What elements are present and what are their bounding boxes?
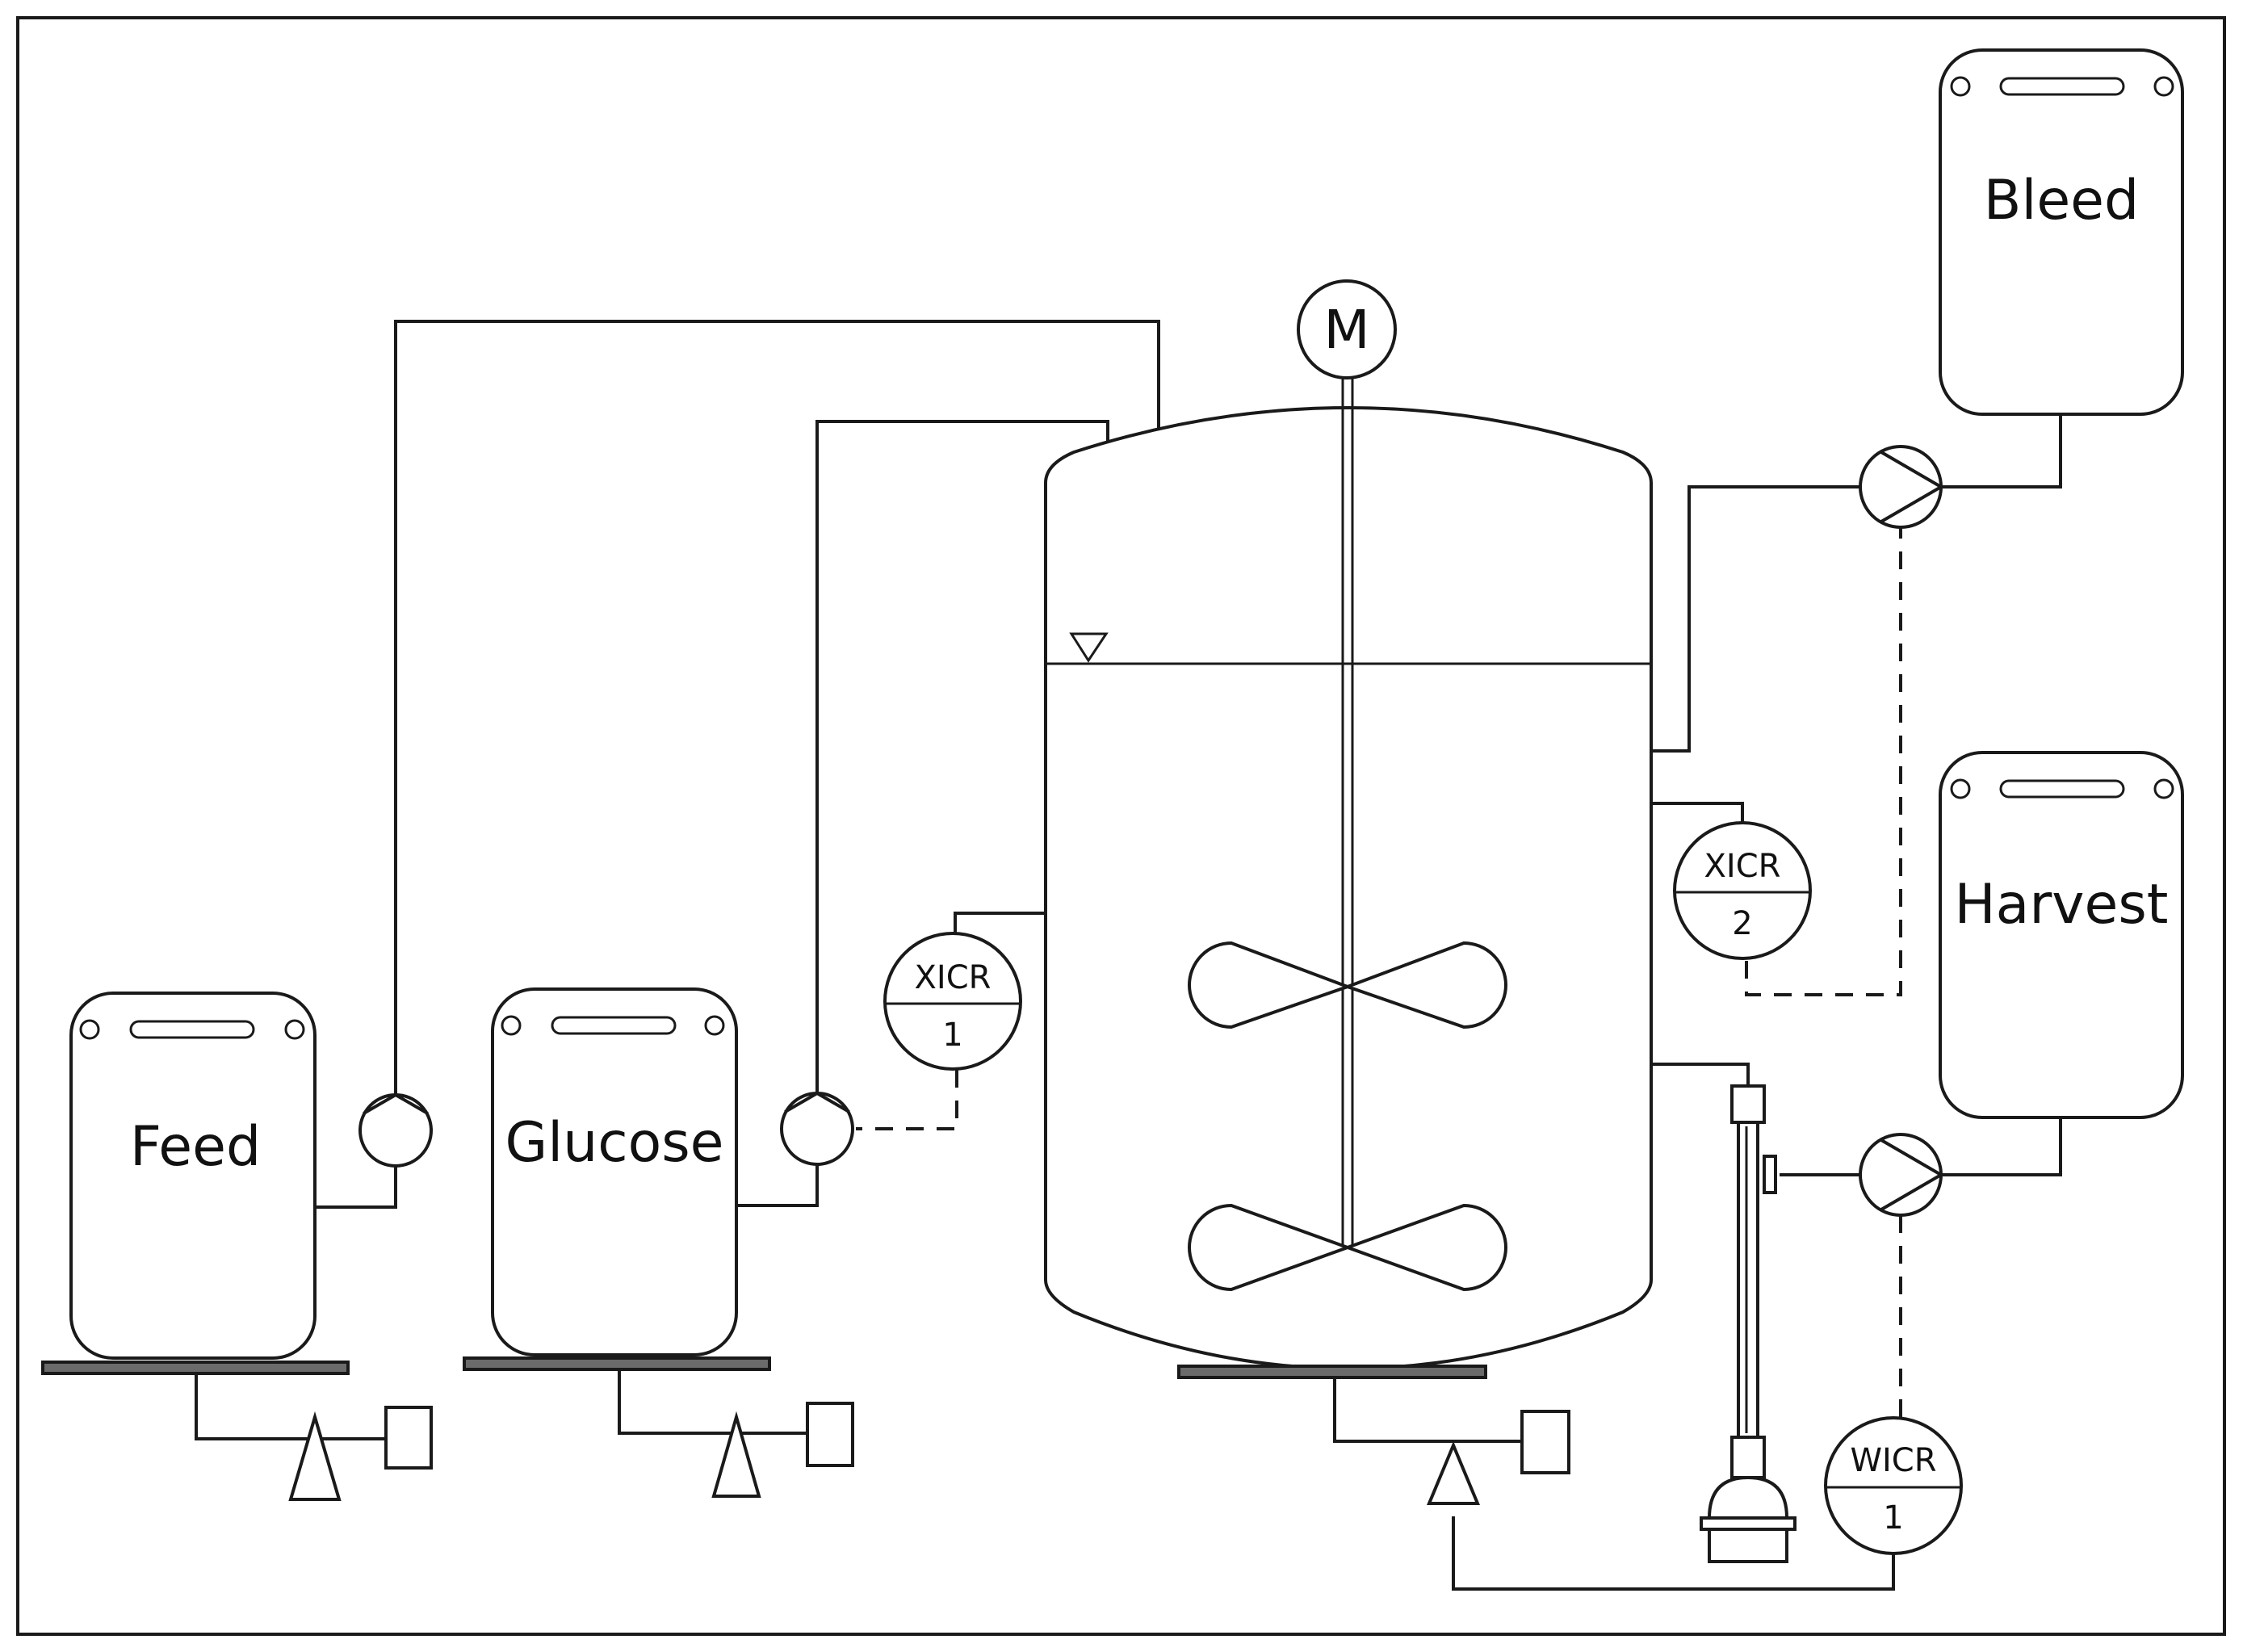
reactor-scale <box>1177 1365 1570 1505</box>
wicr-signal-line <box>1452 1516 1895 1591</box>
bleed-line-to-tank <box>1939 413 2062 488</box>
feed-line <box>313 1165 397 1209</box>
cell-retention-filter <box>1700 1084 1796 1563</box>
glucose-line <box>735 1164 819 1207</box>
xicr2-tag: XICR <box>1704 848 1781 885</box>
xicr2-signal <box>1745 528 1902 996</box>
agitator-motor: M <box>1297 279 1397 379</box>
bleed-line <box>1650 485 1860 753</box>
glucose-pump <box>780 1091 854 1166</box>
signal-lines <box>856 528 1902 1418</box>
wicr1-number: 1 <box>1883 1499 1903 1537</box>
xicr1-signal <box>856 1070 958 1130</box>
xicr1-number: 1 <box>942 1017 962 1054</box>
motor-label: M <box>1324 299 1370 361</box>
instrument-wicr-1: WICR 1 <box>1824 1416 1963 1555</box>
wicr1-tag: WICR <box>1850 1442 1936 1479</box>
xicr2-tap-line <box>1650 802 1744 825</box>
instrument-xicr-1: XICR 1 <box>883 932 1022 1071</box>
harvest-vessel: Harvest <box>1939 751 2184 1119</box>
glucose-scale <box>463 1356 854 1498</box>
bleed-vessel: Bleed <box>1939 48 2184 416</box>
feed-line-to-reactor <box>394 320 1160 1096</box>
harvest-pump <box>1859 1133 1944 1217</box>
bleed-label: Bleed <box>1984 169 2139 233</box>
xicr2-number: 2 <box>1732 905 1752 942</box>
feed-vessel: Feed <box>69 992 317 1360</box>
bleed-pump <box>1859 445 1944 529</box>
feed-pump <box>358 1092 433 1168</box>
filter-tap-line <box>1650 1063 1750 1088</box>
feed-label: Feed <box>130 1115 261 1179</box>
xicr1-tap-line <box>954 912 1047 938</box>
feed-scale <box>41 1361 433 1501</box>
glucose-line-to-reactor <box>815 420 1109 1094</box>
glucose-label: Glucose <box>505 1111 724 1175</box>
glucose-vessel: Glucose <box>491 987 738 1356</box>
harvest-label: Harvest <box>1955 873 2169 937</box>
bioreactor <box>1044 359 1653 1371</box>
lower-impeller <box>1188 1203 1507 1292</box>
instrument-xicr-2: XICR 2 <box>1673 821 1812 960</box>
xicr1-tag: XICR <box>915 959 992 996</box>
upper-impeller <box>1188 941 1507 1029</box>
liquid-level-marker <box>1069 632 1109 663</box>
harvest-line-to-tank <box>1939 1117 2062 1176</box>
piping <box>313 320 2062 1591</box>
diagram-frame <box>16 16 2226 1636</box>
